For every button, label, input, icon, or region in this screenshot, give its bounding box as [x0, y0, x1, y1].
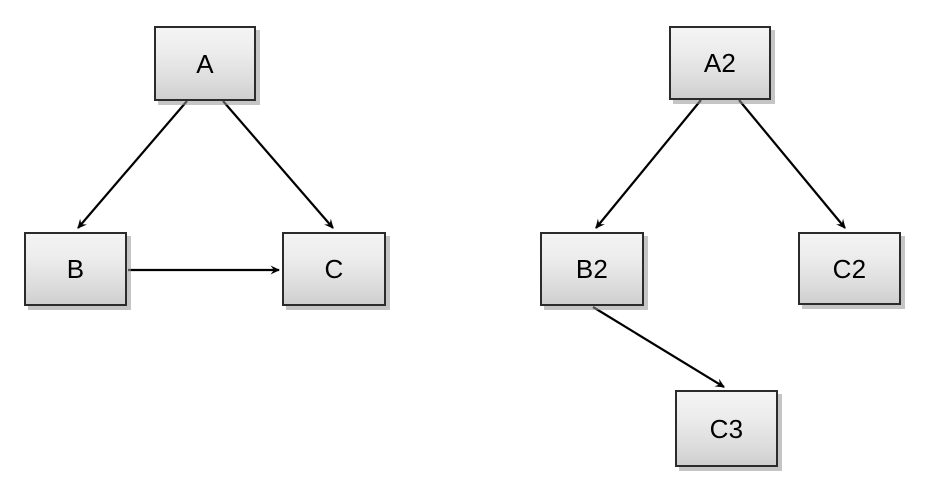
node-c2-label: C2 [832, 253, 867, 284]
node-a[interactable]: A [154, 26, 256, 101]
node-a2[interactable]: A2 [669, 26, 771, 100]
node-c-label: C [324, 254, 344, 284]
node-c3[interactable]: C3 [675, 390, 778, 467]
node-c3-label: C3 [709, 413, 744, 444]
node-b[interactable]: B [24, 232, 127, 306]
node-a2-label: A2 [703, 48, 737, 78]
node-b2[interactable]: B2 [540, 232, 644, 306]
edge-a-to-c [222, 100, 334, 229]
edge-a-to-b [77, 100, 188, 229]
node-c2[interactable]: C2 [798, 232, 901, 305]
node-b2-label: B2 [575, 254, 609, 284]
edge-b2-to-c3 [592, 306, 725, 388]
edge-a2-to-c2 [738, 99, 846, 229]
node-a-label: A [196, 48, 214, 79]
edge-a2-to-b2 [595, 99, 702, 229]
node-c[interactable]: C [282, 232, 386, 306]
node-b-label: B [66, 254, 85, 284]
